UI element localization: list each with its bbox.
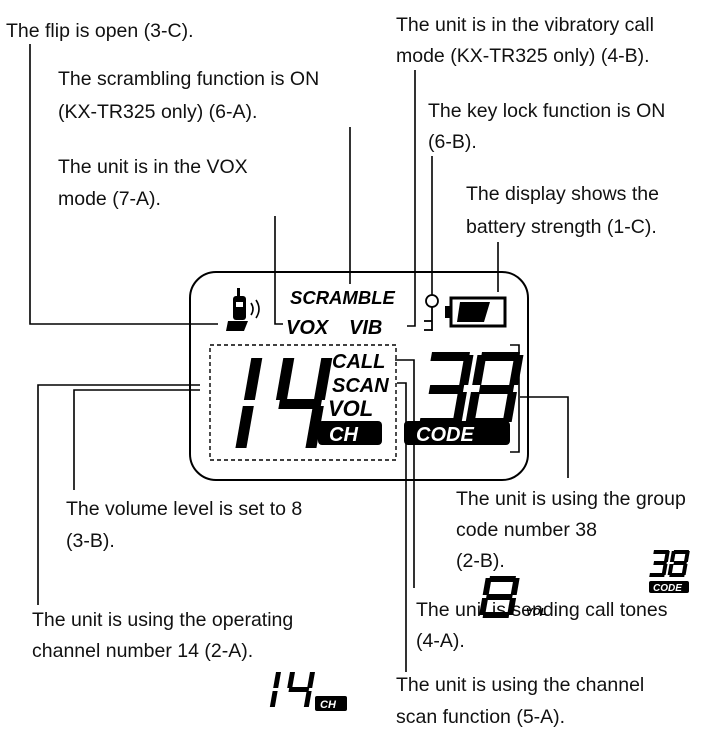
caption-group-line3: (2-B).: [456, 550, 505, 572]
caption-vox-line2: mode (7-A).: [58, 188, 161, 210]
leader-call: [395, 359, 415, 588]
lcd-vib-indicator: VIB: [349, 317, 382, 339]
caption-keylock-line2: (6-B).: [428, 131, 477, 153]
lcd-code-label: CODE: [416, 424, 474, 446]
lcd-vox-indicator: VOX: [286, 317, 330, 339]
leader-group: [520, 396, 569, 478]
caption-volume-line2: (3-B).: [66, 530, 115, 552]
channel-example-badge: [315, 696, 347, 711]
flip-open-icon: [226, 288, 260, 331]
channel-area-dashed-box: [209, 344, 397, 461]
leader-scan: [397, 382, 407, 672]
leader-flip: [29, 44, 218, 325]
leader-vib: [407, 70, 416, 327]
caption-vib-line1: The unit is in the vibratory call: [396, 14, 654, 36]
lcd-panel: SCRAMBLE VOX VIB C: [189, 271, 529, 481]
volume-example-vol-label: VOL: [526, 607, 547, 618]
channel-example: CH: [269, 672, 347, 711]
group-code-example-label: CODE: [653, 583, 682, 594]
battery-strength-icon: [445, 296, 507, 328]
caption-scan-line2: scan function (5-A).: [396, 706, 565, 728]
caption-flip-open: The flip is open (3-C).: [6, 20, 194, 42]
lcd-code-badge: [404, 421, 510, 445]
channel-example-label: CH: [320, 699, 337, 711]
group-code-example: CODE: [649, 550, 690, 594]
caption-group-line1: The unit is using the group: [456, 488, 686, 510]
caption-battery-line1: The display shows the: [466, 183, 659, 205]
leader-channel: [37, 384, 200, 605]
caption-scramble-line2: (KX-TR325 only) (6-A).: [58, 101, 257, 123]
caption-scramble-line1: The scrambling function is ON: [58, 68, 319, 90]
lcd-scan-indicator: SCAN: [332, 375, 389, 397]
lcd-scramble-indicator: SCRAMBLE: [290, 287, 395, 308]
lcd-call-indicator: CALL: [332, 351, 385, 373]
leader-vox: [274, 216, 283, 325]
caption-call-line2: (4-A).: [416, 630, 465, 652]
lcd-vol-indicator: VOL: [328, 396, 373, 421]
group-code-bracket: [510, 344, 520, 453]
caption-vib-line2: mode (KX-TR325 only) (4-B).: [396, 45, 650, 67]
caption-keylock-line1: The key lock function is ON: [428, 100, 665, 122]
caption-group-line2: code number 38: [456, 519, 597, 541]
lcd-outline: [189, 271, 529, 481]
caption-channel-line1: The unit is using the operating: [32, 609, 293, 631]
caption-scan-line1: The unit is using the channel: [396, 674, 644, 696]
group-code-display: [418, 352, 524, 427]
volume-example: VOL: [479, 576, 547, 618]
caption-channel-line2: channel number 14 (2-A).: [32, 640, 253, 662]
key-lock-icon: [424, 294, 439, 331]
channel-number-display: [235, 358, 333, 448]
caption-volume-line1: The volume level is set to 8: [66, 498, 302, 520]
lcd-ch-badge: [318, 421, 382, 445]
leader-volume: [73, 389, 200, 490]
caption-call-line1: The unit is sending call tones: [416, 599, 668, 621]
lcd-ch-label: CH: [329, 424, 358, 446]
caption-vox-line1: The unit is in the VOX: [58, 156, 248, 178]
group-code-example-badge: [649, 581, 689, 593]
caption-battery-line2: battery strength (1-C).: [466, 216, 657, 238]
